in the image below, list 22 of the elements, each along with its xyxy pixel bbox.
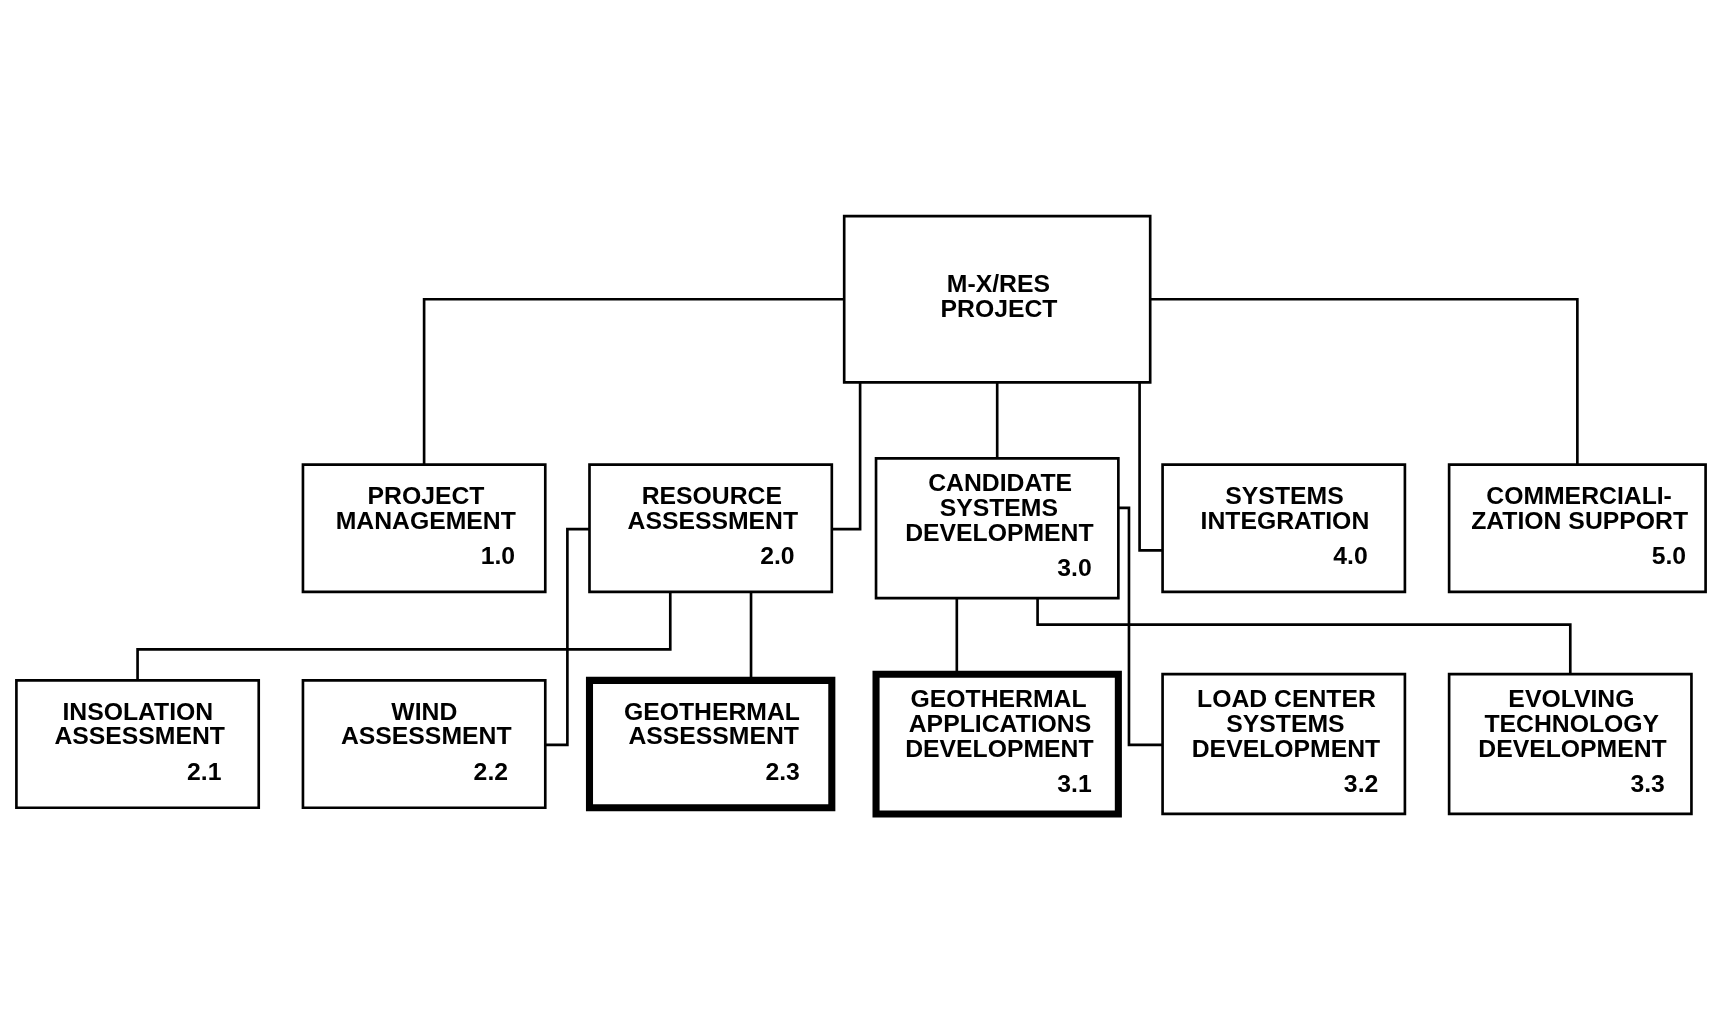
- connector: [1118, 506, 1163, 746]
- connector: [422, 297, 844, 464]
- connector: [1036, 597, 1572, 674]
- node-box: GEOTHERMAL APPLICATIONS DEVELOPMENT 3.1: [872, 670, 1122, 817]
- node-box: PROJECT MANAGEMENT 1.0: [301, 462, 547, 593]
- node-box: M-X/RES PROJECT: [842, 214, 1152, 384]
- connector: [955, 597, 959, 674]
- node-box: SYSTEMS INTEGRATION 4.0: [1161, 462, 1407, 593]
- node-box: COMMERCIALI- ZATION SUPPORT 5.0: [1447, 462, 1707, 593]
- connector: [1150, 297, 1579, 464]
- node-box: EVOLVING TECHNOLOGY DEVELOPMENT 3.3: [1447, 672, 1693, 815]
- node-box: LOAD CENTER SYSTEMS DEVELOPMENT 3.2: [1161, 672, 1407, 815]
- node-box: CANDIDATE SYSTEMS DEVELOPMENT 3.0: [874, 456, 1120, 599]
- connector: [136, 591, 672, 680]
- node-box: RESOURCE ASSESSMENT 2.0: [588, 462, 834, 593]
- connector: [832, 382, 862, 530]
- node-box: GEOTHERMAL ASSESSMENT 2.3: [585, 676, 836, 811]
- node-box: WIND ASSESSMENT 2.2: [301, 678, 547, 809]
- connector: [1138, 382, 1163, 552]
- connector: [995, 382, 999, 458]
- node-box: INSOLATION ASSESSMENT 2.1: [15, 678, 261, 809]
- connector: [749, 591, 753, 680]
